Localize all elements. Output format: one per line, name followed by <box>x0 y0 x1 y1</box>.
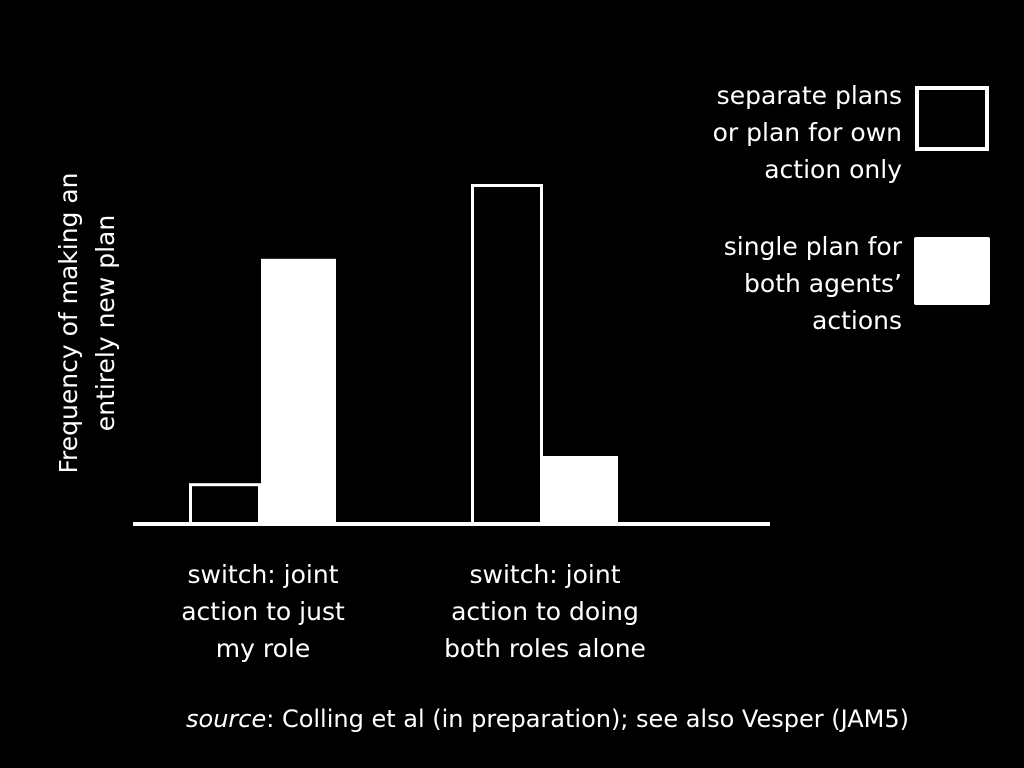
x-category-label-2: switch: joint action to doing both roles… <box>444 560 646 663</box>
legend-swatch-outline <box>915 86 989 151</box>
bar-series-2-category-1 <box>261 258 336 524</box>
x-category-label-1: switch: joint action to just my role <box>181 560 345 663</box>
bar-series-1-category-2 <box>471 184 543 526</box>
source-text: : Colling et al (in preparation); see al… <box>266 705 910 733</box>
source-prefix: source <box>186 705 267 733</box>
bar-series-1-category-1 <box>189 483 261 526</box>
legend-swatch-filled <box>914 237 990 305</box>
legend-label-separate-plans: separate plans or plan for own action on… <box>712 81 902 184</box>
y-axis-label: Frequency of making an entirely new plan <box>54 172 120 474</box>
bar-series-2-category-2 <box>543 456 618 524</box>
source-citation: source: Colling et al (in preparation); … <box>186 702 909 736</box>
legend-label-single-plan: single plan for both agents’ actions <box>723 232 902 335</box>
